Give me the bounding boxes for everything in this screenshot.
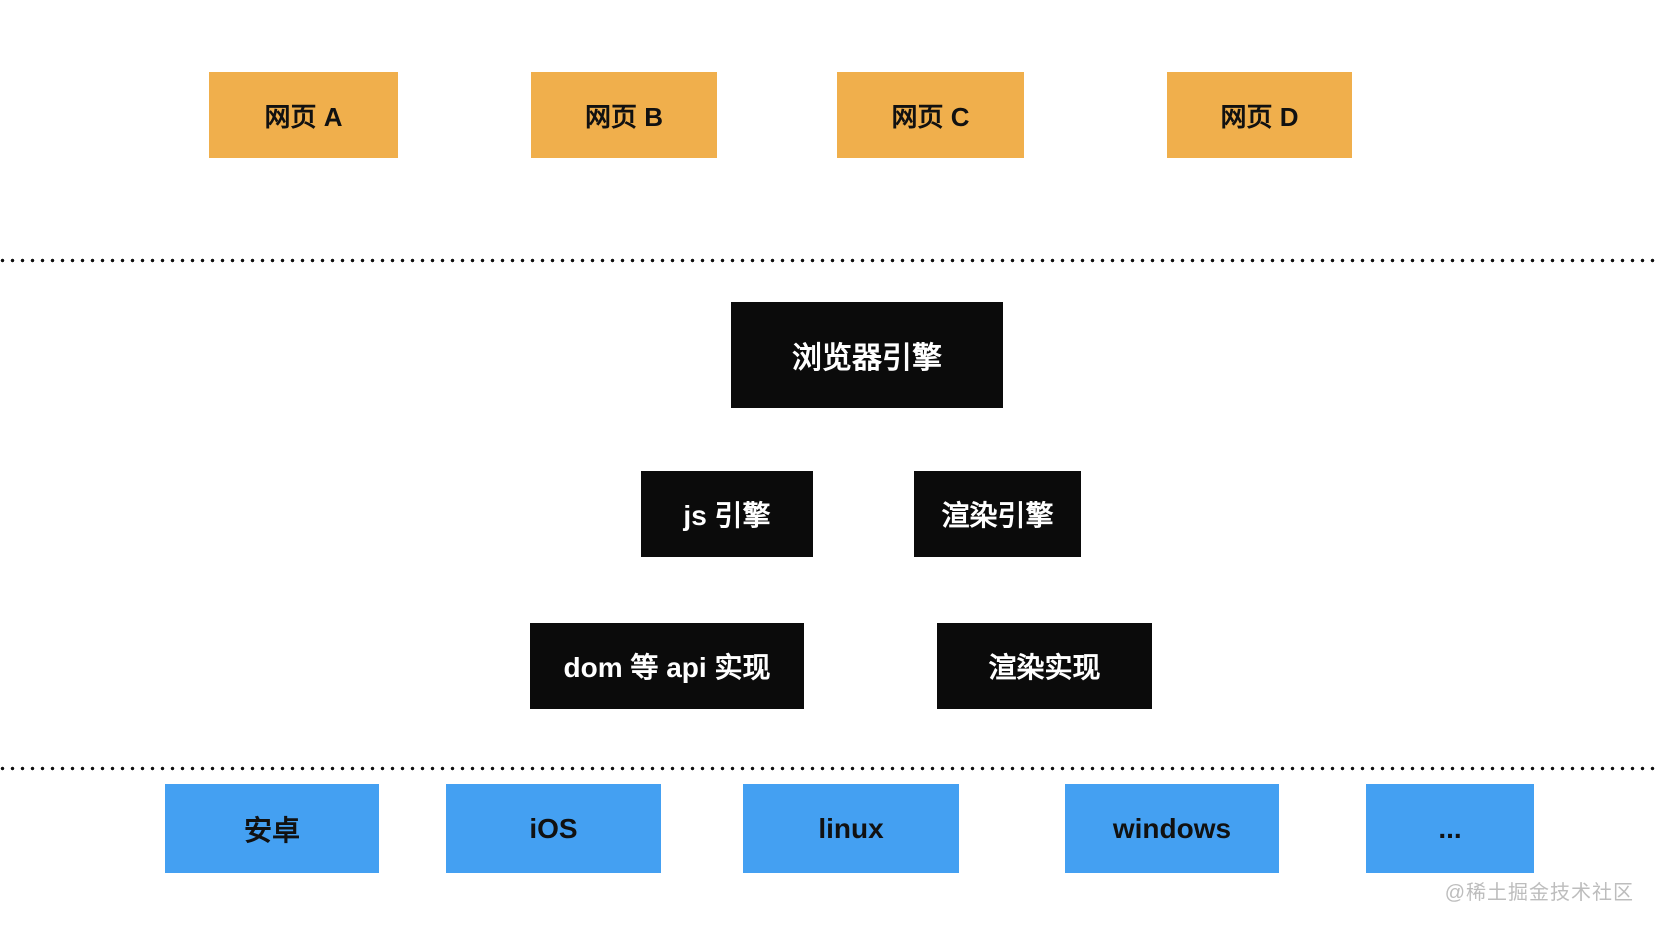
platform-ellipsis-box: ... bbox=[1366, 784, 1534, 873]
webpage-d-box: 网页 D bbox=[1167, 72, 1352, 158]
webpage-a-box: 网页 A bbox=[209, 72, 398, 158]
platform-linux-box: linux bbox=[743, 784, 959, 873]
render-implementation-box: 渲染实现 bbox=[937, 623, 1152, 709]
dotted-divider-bottom bbox=[0, 766, 1656, 771]
dom-api-implementation-box: dom 等 api 实现 bbox=[530, 623, 804, 709]
platform-android-box: 安卓 bbox=[165, 784, 379, 873]
browser-engine-box: 浏览器引擎 bbox=[731, 302, 1003, 408]
webpage-c-box: 网页 C bbox=[837, 72, 1024, 158]
juejin-watermark: @稀土掘金技术社区 bbox=[1444, 882, 1634, 904]
render-engine-box: 渲染引擎 bbox=[914, 471, 1081, 557]
platform-ios-box: iOS bbox=[446, 784, 661, 873]
js-engine-box: js 引擎 bbox=[641, 471, 813, 557]
platform-windows-box: windows bbox=[1065, 784, 1279, 873]
dotted-divider-top bbox=[0, 258, 1656, 263]
webpage-b-box: 网页 B bbox=[531, 72, 717, 158]
